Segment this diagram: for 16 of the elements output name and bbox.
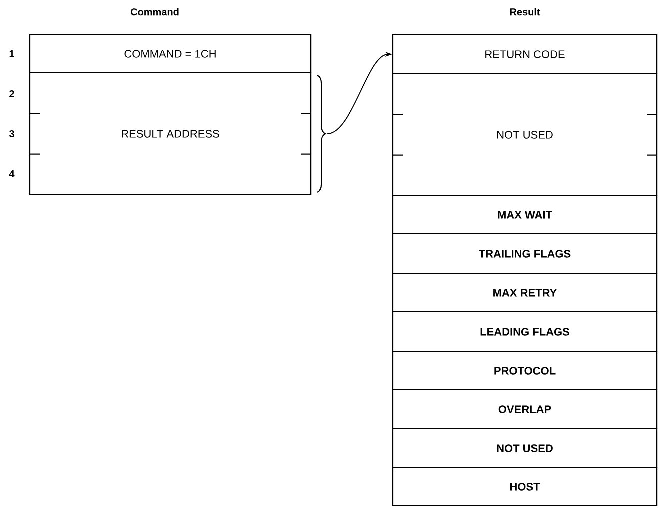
table-cell: LEADING FLAGS [392, 311, 658, 353]
table-cell: RETURN CODE [392, 34, 658, 75]
table-cell: NOT USED [392, 428, 658, 469]
table-cell: MAX RETRY [392, 273, 658, 313]
table-cell: TRAILING FLAGS [392, 233, 658, 275]
node-label: Command [130, 8, 179, 16]
row-number: 3 [9, 130, 14, 138]
row-number: 1 [10, 50, 14, 58]
table-cell: PROTOCOL [392, 351, 658, 391]
table-cell: MAX WAIT [392, 195, 658, 235]
table-cell: OVERLAP [392, 389, 658, 430]
table-cell: HOST [392, 467, 658, 507]
node-label: Result [510, 8, 540, 16]
table-cell: COMMAND = 1CH [29, 34, 312, 74]
row-number: 4 [9, 170, 15, 178]
row-number: 2 [10, 90, 14, 98]
